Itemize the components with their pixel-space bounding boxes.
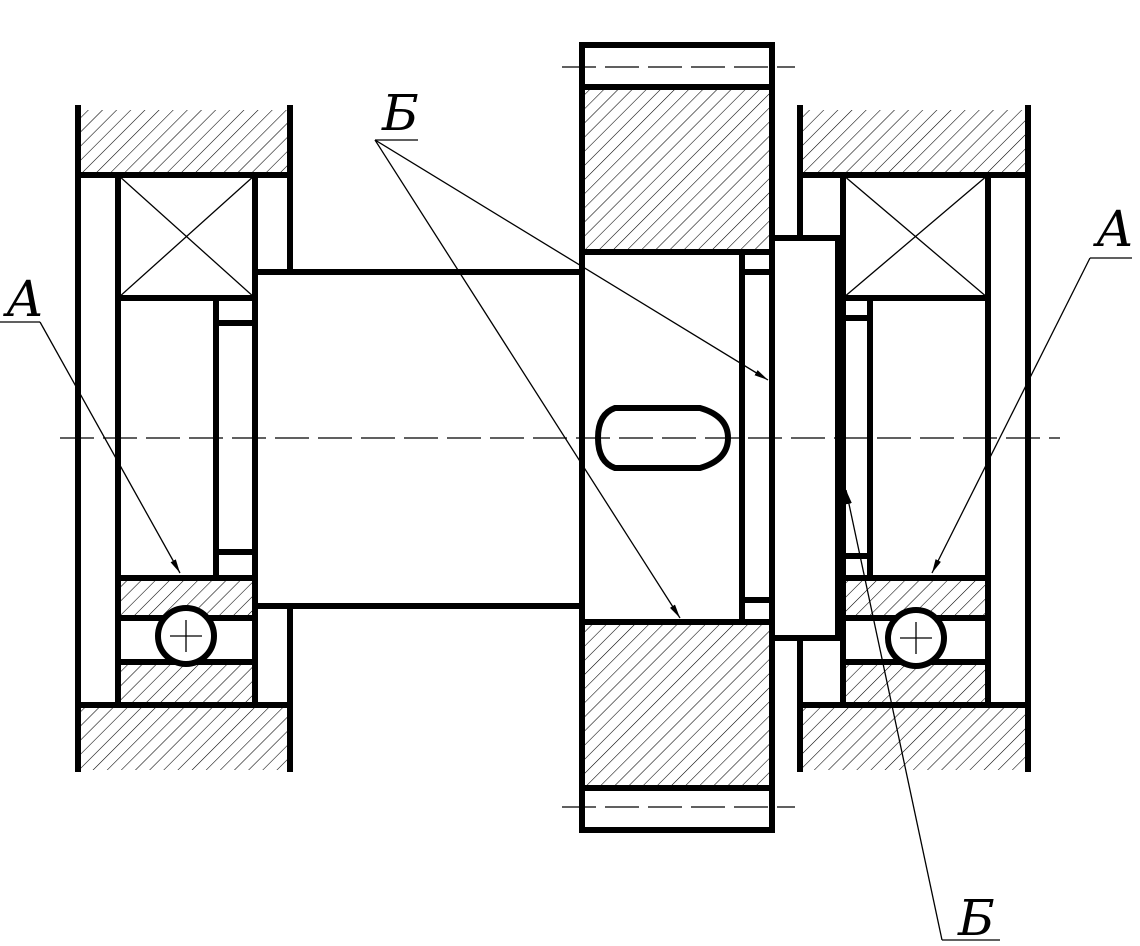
gear-top-section <box>585 90 769 250</box>
leader-b-top-arrow-1 <box>374 139 769 381</box>
gear-bottom-section <box>585 624 769 786</box>
leader-lines <box>0 139 1132 941</box>
label-b-bottom: Б <box>957 889 995 946</box>
label-a-right: А <box>1093 200 1134 258</box>
right-housing-bottom-section <box>803 705 1025 770</box>
right-housing-top-section <box>803 110 1025 175</box>
leader-b-top-arrow-2 <box>374 139 681 619</box>
gear-hub-spacer <box>739 255 772 622</box>
right-ball-bearing <box>843 575 988 705</box>
key-slot <box>594 405 732 471</box>
leader-b-bottom-arrow <box>845 489 943 941</box>
right-spacer-sleeve <box>843 298 873 578</box>
right-ball-bearing-outer-ring <box>843 662 988 705</box>
gear <box>562 42 795 833</box>
shaft <box>255 252 585 622</box>
left-ball-bearing-outer-ring <box>118 662 255 705</box>
label-b-top: Б <box>381 84 419 142</box>
leader-a-right-arrow <box>931 257 1091 574</box>
left-housing-bottom-section <box>78 705 290 770</box>
left-housing-top-section <box>78 110 290 175</box>
left-ball-bearing <box>118 575 255 705</box>
leader-a-left-arrow <box>39 321 181 574</box>
left-housing <box>75 105 293 772</box>
label-a-left: А <box>3 270 44 328</box>
